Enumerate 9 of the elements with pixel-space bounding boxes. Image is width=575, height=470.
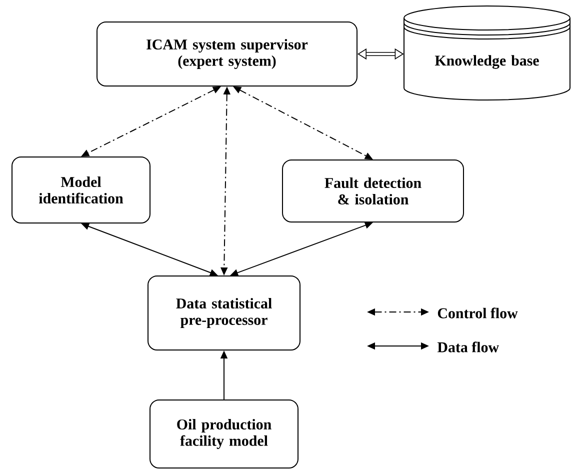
node-label: Knowledge base [434,55,539,69]
database-cylinder: Knowledge base [404,6,570,100]
legend-label: Control flow [438,308,518,318]
process-box: Fault detection & isolation [282,160,464,222]
process-box: Model identification [12,156,150,224]
process-box: ICAM system supervisor (expert system) [96,22,358,86]
process-box: Oil production facility model [150,400,298,468]
process-box: Data statistical pre-processor [148,276,300,350]
legend-label: Data flow [437,342,499,352]
